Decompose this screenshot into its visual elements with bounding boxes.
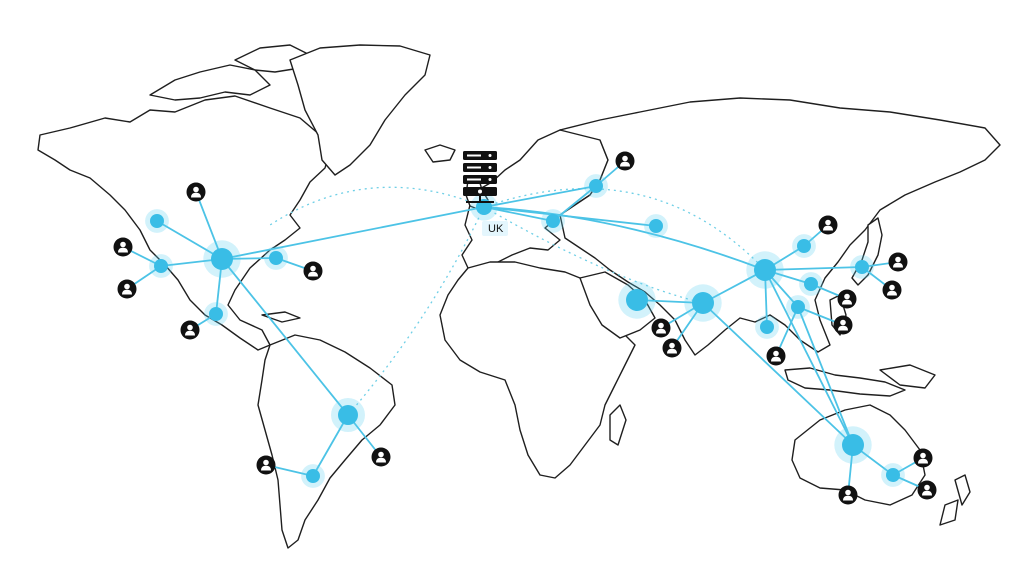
user-avatar-icon: [818, 215, 838, 235]
uk-label: UK: [488, 223, 504, 235]
asia: [559, 97, 1001, 356]
network-node-icon: [755, 315, 779, 339]
network-node-icon: [881, 463, 905, 487]
network-node-icon: [145, 209, 169, 233]
network-node-icon: [618, 281, 656, 319]
uk-label-bg: [482, 221, 508, 236]
network-node-icon: [786, 295, 810, 319]
user-avatar-icon: [256, 455, 276, 475]
user-avatar-icon: [888, 252, 908, 272]
user-nodes: [113, 151, 937, 505]
network-node-icon: [584, 174, 608, 198]
south-america: [257, 334, 396, 549]
network-node-icon: [541, 209, 565, 233]
indonesia: [784, 367, 906, 397]
arctic-islands: [149, 64, 271, 101]
madagascar: [609, 404, 627, 446]
user-avatar-icon: [303, 261, 323, 281]
network-node-icon: [301, 464, 325, 488]
user-avatar-icon: [117, 279, 137, 299]
user-avatar-icon: [371, 447, 391, 467]
route-uk-india: [483, 206, 704, 304]
iceland: [424, 144, 456, 163]
user-avatar-icon: [837, 289, 857, 309]
caribbean-island: [261, 311, 301, 323]
network-node-icon: [149, 254, 173, 278]
user-avatar-icon: [651, 318, 671, 338]
network-node-icon: [470, 193, 498, 221]
network-node-icon: [834, 426, 872, 464]
new-zealand-south: [939, 499, 959, 526]
user-avatar-icon: [186, 182, 206, 202]
route-uk-southamerica: [347, 206, 485, 416]
network-node-icon: [792, 234, 816, 258]
link-uk-asia: [483, 206, 766, 271]
north-america: [37, 95, 331, 351]
network-node-icon: [264, 246, 288, 270]
new-guinea: [879, 364, 936, 389]
hub-nodes: [145, 174, 905, 488]
network-node-icon: [850, 255, 874, 279]
greenland: [289, 44, 431, 176]
user-avatar-icon: [838, 485, 858, 505]
user-avatar-icon: [615, 151, 635, 171]
user-avatar-icon: [180, 320, 200, 340]
user-avatar-icon: [766, 346, 786, 366]
network-node-icon: [684, 284, 722, 322]
user-avatar-icon: [917, 480, 937, 500]
user-avatar-icon: [113, 237, 133, 257]
user-avatar-icon: [913, 448, 933, 468]
network-node-icon: [799, 272, 823, 296]
user-avatar-icon: [662, 338, 682, 358]
new-zealand: [954, 474, 971, 506]
network-node-icon: [746, 251, 784, 289]
route-uk-asia: [483, 188, 766, 271]
dotted-routes: [269, 186, 766, 416]
network-node-icon: [644, 214, 668, 238]
user-avatar-icon: [833, 315, 853, 335]
network-node-icon: [331, 398, 365, 432]
server-rack-icon: [463, 151, 497, 203]
africa: [439, 261, 636, 479]
network-node-icon: [203, 240, 241, 278]
user-avatar-icon: [882, 280, 902, 300]
network-node-icon: [204, 302, 228, 326]
arabian-peninsula: [579, 271, 656, 339]
